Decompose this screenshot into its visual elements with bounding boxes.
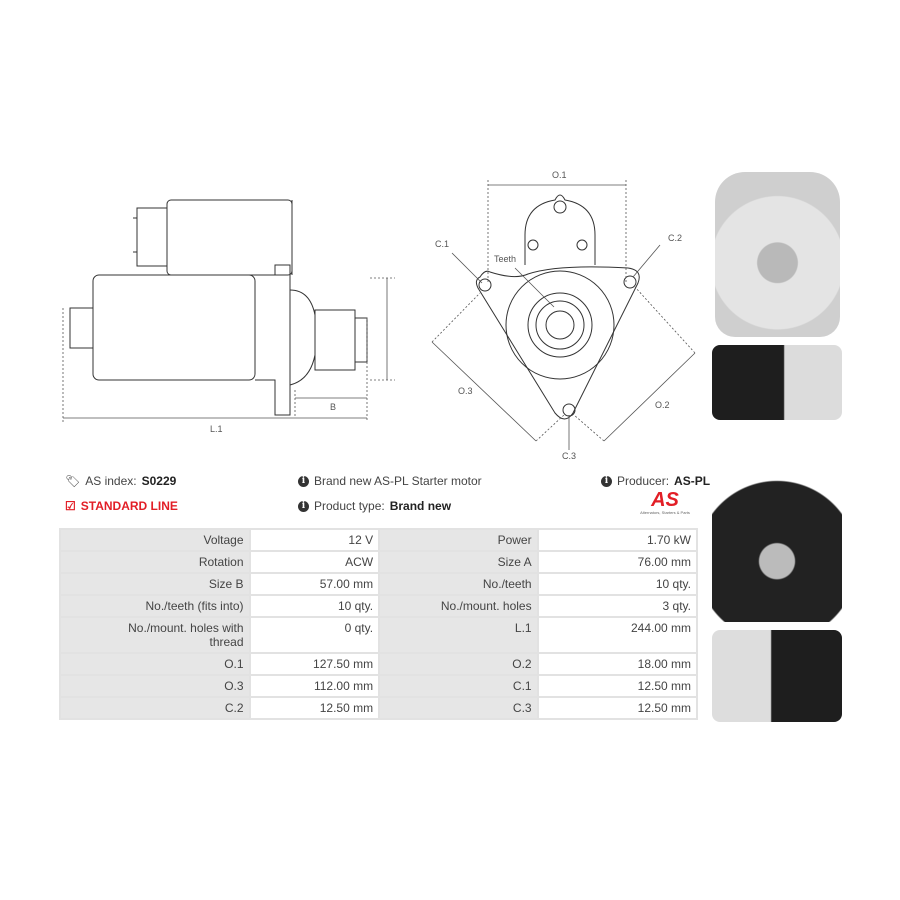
spec-value: ACW: [248, 550, 381, 574]
spec-label: O.3: [59, 674, 251, 698]
spec-label: O.2: [378, 652, 539, 676]
producer: i Producer: AS-PL: [601, 474, 710, 488]
spec-value: 0 qty.: [248, 616, 381, 654]
spec-value: 18.00 mm: [536, 652, 699, 676]
o1-label: O.1: [552, 170, 567, 180]
info-icon: i: [601, 475, 612, 487]
spec-label: No./teeth (fits into): [59, 594, 251, 618]
spec-value: 76.00 mm: [536, 550, 699, 574]
spec-value: 12.50 mm: [536, 674, 699, 698]
side-view-drawing: L.1 A B: [62, 199, 395, 434]
spec-value: 10 qty.: [536, 572, 699, 596]
as-pl-logo: AS Alternators, Starters & Parts: [640, 489, 690, 515]
checkbox-icon: ☑: [65, 499, 76, 513]
spec-value: 1.70 kW: [536, 528, 699, 552]
spec-label: Size B: [59, 572, 251, 596]
front-view-drawing: O.1 C.1 C.2 Teeth O.3 O.2 C.3: [431, 170, 696, 460]
product-photo-rear: [712, 432, 842, 622]
spec-label: C.3: [378, 696, 539, 720]
product-photo-side: [712, 345, 842, 420]
spec-value: 12 V: [248, 528, 381, 552]
spec-label: O.1: [59, 652, 251, 676]
spec-label: C.1: [378, 674, 539, 698]
standard-line-badge: ☑ STANDARD LINE: [65, 499, 178, 513]
c1-label: C.1: [435, 239, 449, 249]
spec-label: No./mount. holes with thread: [59, 616, 251, 654]
spec-label: C.2: [59, 696, 251, 720]
b-label: B: [330, 402, 336, 412]
info-icon: i: [298, 475, 309, 487]
c2-label: C.2: [668, 233, 682, 243]
l1-label: L.1: [210, 424, 223, 434]
spec-value: 57.00 mm: [248, 572, 381, 596]
spec-label: No./mount. holes: [378, 594, 539, 618]
c3-label: C.3: [562, 451, 576, 460]
spec-value: 112.00 mm: [248, 674, 381, 698]
description: i Brand new AS-PL Starter motor: [298, 474, 482, 488]
info-icon: i: [298, 500, 309, 512]
spec-value: 3 qty.: [536, 594, 699, 618]
as-index-value: S0229: [141, 474, 177, 488]
spec-label: Size A: [378, 550, 539, 574]
product-photo-front: [715, 172, 840, 337]
product-photo-angle: [712, 630, 842, 722]
spec-label: Power: [378, 528, 539, 552]
spec-label: Voltage: [59, 528, 251, 552]
as-index: 🏷 AS index: S0229: [65, 474, 177, 488]
teeth-label: Teeth: [494, 254, 516, 264]
spec-row: No./teeth (fits into)10 qty.No./mount. h…: [59, 594, 699, 618]
tag-icon: 🏷: [65, 474, 81, 488]
spec-label: No./teeth: [378, 572, 539, 596]
spec-value: 127.50 mm: [248, 652, 381, 676]
spec-value: 244.00 mm: [536, 616, 699, 654]
product-type: i Product type: Brand new: [298, 499, 451, 513]
o3-label: O.3: [458, 386, 473, 396]
o2-label: O.2: [655, 400, 670, 410]
spec-label: L.1: [378, 616, 539, 654]
spec-value: 12.50 mm: [248, 696, 381, 720]
spec-value: 10 qty.: [248, 594, 381, 618]
spec-label: Rotation: [59, 550, 251, 574]
spec-value: 12.50 mm: [536, 696, 699, 720]
